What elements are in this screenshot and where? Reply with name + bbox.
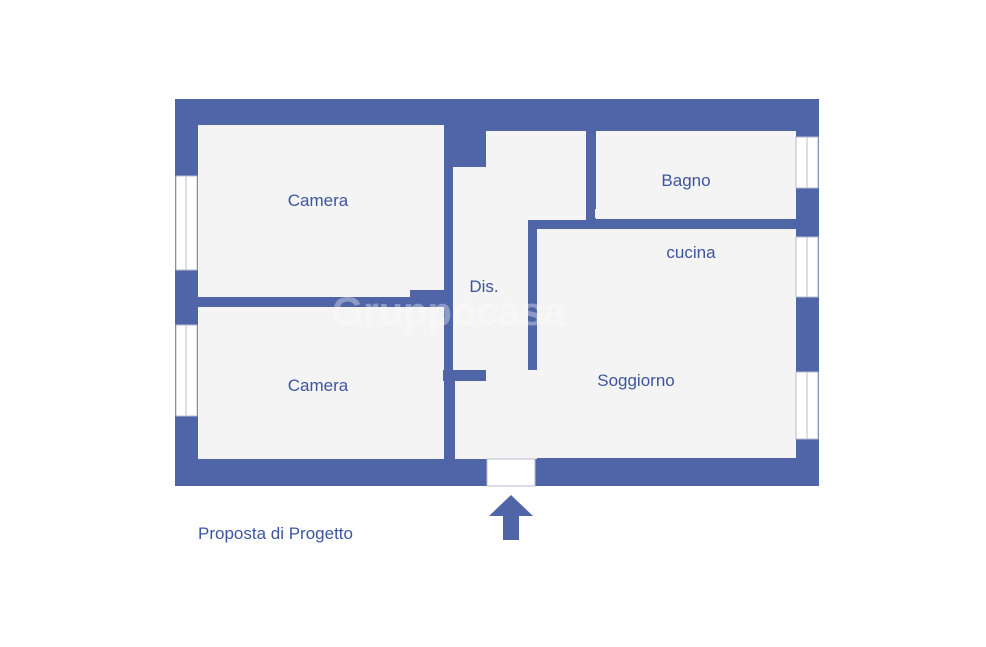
window-right-1 <box>795 136 819 189</box>
room-dis-upper <box>453 167 586 220</box>
room-disimpegno <box>453 220 528 370</box>
entry-gap <box>486 370 537 382</box>
label-camera-top: Camera <box>288 191 349 210</box>
up-arrow-icon <box>489 495 533 540</box>
label-disimpegno: Dis. <box>469 277 498 296</box>
room-camera-bottom <box>198 307 444 459</box>
entrance-door <box>486 458 536 487</box>
label-cucina: cucina <box>666 243 716 262</box>
room-closet <box>486 131 586 171</box>
room-entry <box>455 381 537 459</box>
room-soggiorno-cucina <box>537 229 796 458</box>
window-right-3 <box>795 371 819 440</box>
entry-wall-stub <box>443 370 485 381</box>
window-left-top <box>175 175 198 271</box>
room-bagno <box>596 131 796 219</box>
room-camera-top <box>198 125 444 297</box>
watermark: Gruppocasa <box>332 290 566 334</box>
bagno-door-gap <box>595 209 599 218</box>
label-camera-bottom: Camera <box>288 376 349 395</box>
window-left-bottom <box>175 324 198 417</box>
caption: Proposta di Progetto <box>198 524 353 543</box>
label-bagno: Bagno <box>661 171 710 190</box>
label-soggiorno: Soggiorno <box>597 371 675 390</box>
dis-wall-stub <box>410 290 452 302</box>
window-right-2 <box>795 236 819 298</box>
